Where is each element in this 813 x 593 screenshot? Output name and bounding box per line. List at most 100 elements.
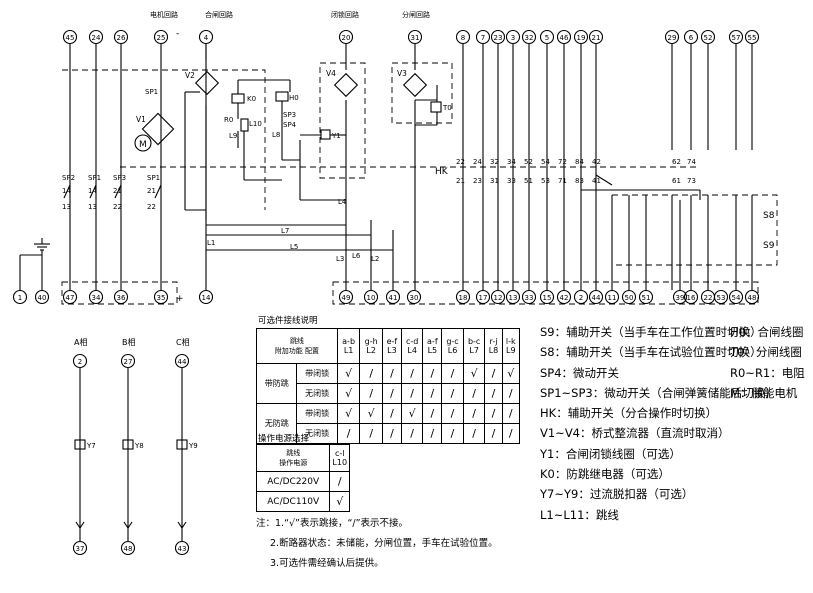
option-cell: / [462, 383, 486, 404]
label-l2: L2 [371, 255, 379, 263]
bottom-terminal-50: 50 [625, 294, 634, 302]
rectifier-v4 [333, 72, 359, 98]
ct-top-terminal-2-circle [174, 353, 190, 369]
top-terminal-26-circle [113, 29, 129, 45]
label-sp3: SP3 [283, 111, 296, 119]
bottom-terminal-14: 14 [202, 294, 211, 302]
legend-item-3: SP1~SP3：微动开关（合闸弹簧储能后切换） [540, 385, 777, 400]
hk-top-4: 52 [524, 158, 533, 166]
hk-bottom-8: 41 [592, 177, 601, 185]
rectifier-v1 [141, 112, 175, 146]
bottom-terminal-51-circle [638, 289, 654, 305]
bottom-terminal-17-circle [475, 289, 491, 305]
option-table-corner: 跳线附加功能 配置 [256, 328, 338, 364]
ct-top-terminal-0-circle [72, 353, 88, 369]
supply-table-title: 操作电源选择 [258, 434, 310, 444]
note-1: 2.断路器状态：未储能，分闸位置，手车在试验位置。 [270, 538, 498, 549]
option-group-1: 无防跳 [255, 403, 298, 444]
top-terminal-29-circle [664, 29, 680, 45]
label-sp1-top: SP1 [145, 88, 158, 96]
ground-symbol [34, 238, 50, 251]
label-r0: R0 [224, 116, 233, 124]
legend-item-7: K0：防跳继电器（可选） [540, 467, 670, 482]
ct-top-terminal-0: 2 [78, 358, 82, 366]
bottom-terminal-48-circle [744, 289, 760, 305]
bottom-terminal-41-circle [385, 289, 401, 305]
top-terminal-45-circle [62, 29, 78, 45]
option-cell: / [441, 403, 464, 424]
top-terminal-57: 57 [732, 34, 741, 42]
coil-label-1: Y8 [134, 442, 144, 450]
enclosure-v3 [391, 62, 453, 124]
top-terminal-55: 55 [748, 34, 757, 42]
rectifier-v2 [194, 70, 220, 96]
top-terminal-21: 21 [592, 34, 601, 42]
option-row-label-1-0: 带闭锁 [296, 403, 338, 424]
bottom-terminal-30-circle [406, 289, 422, 305]
hk-bottom-10: 73 [687, 177, 696, 185]
ct-bottom-terminal-2: 43 [178, 545, 187, 553]
resistor-r0 [240, 118, 249, 132]
bottom-terminal-33-circle [521, 289, 537, 305]
label-v3: V3 [397, 69, 407, 78]
interlock-circuit-title: 闭锁回路 [331, 10, 359, 19]
hk-bottom-1: 23 [473, 177, 482, 185]
bottom-terminal-48: 48 [748, 294, 757, 302]
hk-bottom-3: 33 [507, 177, 516, 185]
top-terminal-5-circle [539, 29, 555, 45]
option-cell: √ [336, 363, 361, 384]
option-row-label-0-1: 无闭锁 [296, 383, 338, 404]
bottom-terminal-22: 22 [704, 294, 713, 302]
top-terminal-25-circle [153, 29, 169, 45]
bottom-terminal-10: 10 [367, 294, 376, 302]
sp-num-bottom-1: 13 [88, 203, 97, 211]
hk-bottom-4: 51 [524, 177, 533, 185]
legend-item-9: L1~L11：跳线 [540, 507, 619, 522]
bottom-terminal-10-circle [363, 289, 379, 305]
bottom-terminal-13-circle [505, 289, 521, 305]
phase-label-0: A相 [74, 337, 87, 347]
label-v4: V4 [326, 69, 336, 78]
label-v2: V2 [185, 71, 195, 80]
motor-symbol [134, 134, 152, 152]
bottom-terminal-18: 18 [459, 294, 468, 302]
legend-right-item-3: M：储能电机 [730, 385, 798, 400]
note-0: 注：1.“√”表示跳接，“/”表示不接。 [256, 518, 409, 529]
label-t0: T0 [442, 104, 452, 112]
option-cell: / [462, 423, 486, 444]
top-terminal-6: 6 [689, 34, 694, 42]
option-cell: / [441, 383, 464, 404]
sp-label-1: SP1 [88, 174, 101, 182]
enclosure-box-left [62, 69, 266, 210]
top-terminal-29: 29 [668, 34, 677, 42]
bottom-terminal-39: 39 [676, 294, 685, 302]
bottom-terminal-53-circle [713, 289, 729, 305]
supply-row-value-1: √ [329, 491, 350, 512]
top-terminal-46-circle [556, 29, 572, 45]
bottom-terminal-2-circle [573, 289, 589, 305]
bottom-enclosure-right [332, 281, 759, 305]
ct-bottom-terminal-1-circle [120, 540, 136, 556]
top-terminal-52-circle [700, 29, 716, 45]
trip-coil-2 [176, 439, 188, 450]
option-cell: √ [501, 363, 521, 384]
hk-top-9: 62 [672, 158, 681, 166]
sp-label-0: SP2 [62, 174, 75, 182]
supply-row-value-0: / [329, 471, 350, 492]
bottom-terminal-35-circle [153, 289, 169, 305]
ct-bottom-terminal-0: 37 [76, 545, 85, 553]
option-cell: / [422, 403, 443, 424]
top-terminal-3: 3 [511, 34, 515, 42]
bottom-terminal-53: 53 [717, 294, 726, 302]
bottom-terminal-35: 35 [157, 294, 166, 302]
top-terminal-19: 19 [577, 34, 586, 42]
legend-right-item-2: R0~R1：电阻 [730, 365, 805, 380]
bottom-terminal-49: 49 [342, 294, 351, 302]
